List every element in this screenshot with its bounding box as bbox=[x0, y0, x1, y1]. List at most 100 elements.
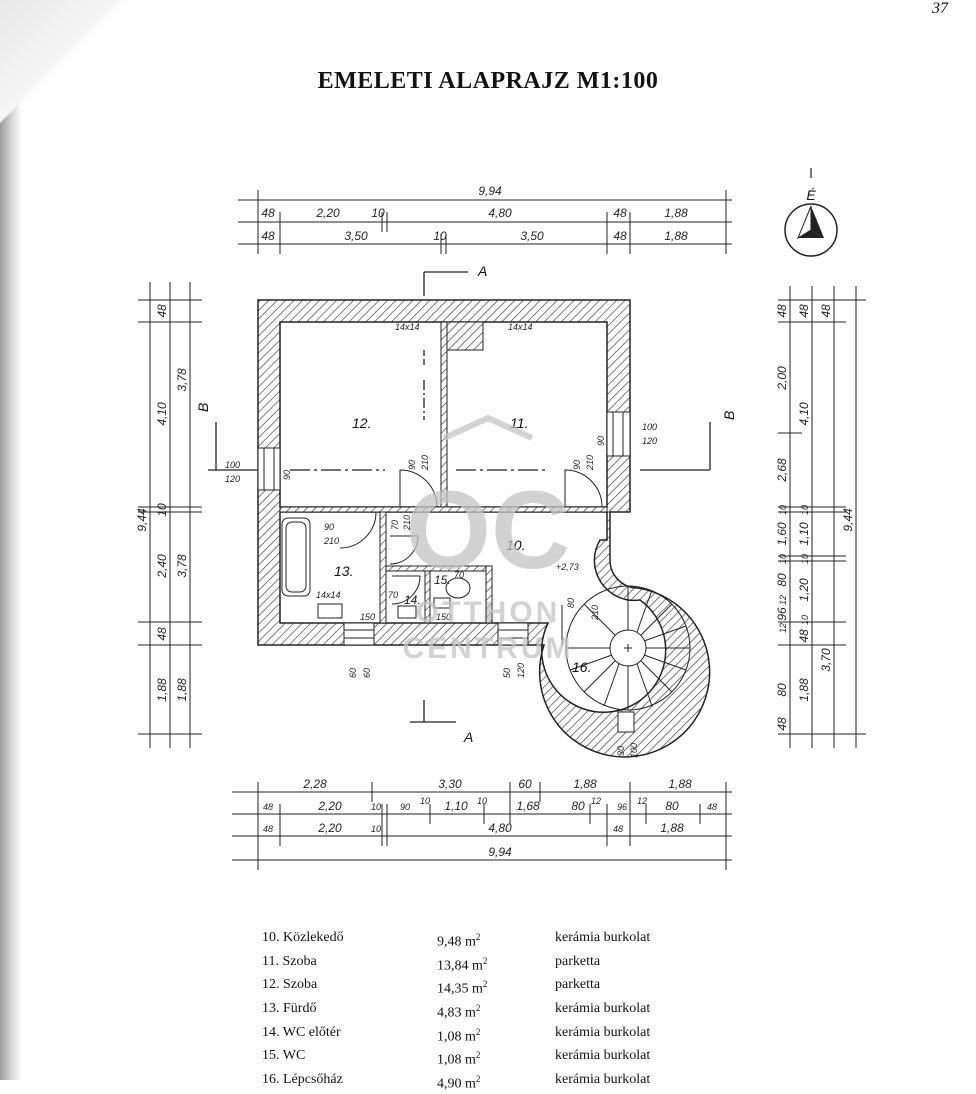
legend-area: 14,35 m bbox=[437, 981, 483, 997]
dim-left-o-3: 2,40 bbox=[155, 554, 169, 579]
small-v-2: 70 bbox=[454, 570, 464, 580]
spiral-stair bbox=[565, 585, 691, 711]
dim-bot-r1-0: 2,28 bbox=[302, 777, 327, 791]
dim-top-r2-0: 48 bbox=[261, 229, 275, 243]
dim-right-total: 9,44 bbox=[841, 508, 855, 532]
legend-row: 11. Szoba 13,84 m2 parketta bbox=[262, 952, 685, 976]
win-bot-2: 60 bbox=[362, 668, 372, 678]
room-10-label: 10. bbox=[506, 537, 525, 553]
dim-bot-r3-0: 48 bbox=[263, 824, 273, 834]
dim-bot-r1-2: 60 bbox=[518, 777, 532, 791]
legend-finish: kerámia burkolat bbox=[555, 1024, 651, 1040]
right-dimensions bbox=[778, 286, 866, 748]
door-14-h: 210 bbox=[402, 515, 412, 531]
dim-top-r2-2: 10 bbox=[433, 229, 447, 243]
win-left-w: 100 bbox=[225, 460, 240, 470]
dim-bot-r2-8: 80 bbox=[571, 799, 585, 813]
dim-top-total: 9,94 bbox=[478, 184, 502, 198]
door-11-h: 210 bbox=[585, 455, 595, 471]
dim-left-i-2: 1,88 bbox=[175, 678, 189, 702]
legend-area: 9,48 m bbox=[437, 934, 476, 950]
dim-bot-r2-9: 12 bbox=[591, 796, 601, 806]
door-13-w: 90 bbox=[324, 522, 334, 532]
door-14-w: 70 bbox=[390, 520, 400, 530]
dim-right-i-0: 48 bbox=[775, 304, 789, 318]
stair-w1: 80 bbox=[566, 598, 576, 608]
legend-area: 4,83 m bbox=[437, 1005, 476, 1021]
legend-no: 16. bbox=[262, 1071, 280, 1087]
dim-bot-r2-11: 12 bbox=[637, 796, 647, 806]
dim-bot-r2-3: 90 bbox=[400, 802, 410, 812]
legend-unit: 2 bbox=[475, 1050, 481, 1061]
legend-unit: 2 bbox=[482, 955, 488, 966]
dim-left-i-0: 3,78 bbox=[175, 368, 189, 392]
dim-top-r1-5: 1,88 bbox=[664, 206, 688, 220]
parapet-right: 90 bbox=[596, 436, 606, 446]
dim-right-i-5: 10 bbox=[778, 554, 788, 564]
floor-plan: 9,94 48 2,20 10 4,80 48 1,88 48 3,50 10 … bbox=[135, 168, 866, 870]
watermark-line1: OTTHON bbox=[416, 596, 561, 629]
legend-finish: parketta bbox=[555, 953, 601, 969]
dim-bot-r2-7: 1,68 bbox=[516, 799, 540, 813]
legend-row: 12. Szoba 14,35 m2 parketta bbox=[262, 975, 685, 999]
level-mark: +2,73 bbox=[556, 562, 579, 572]
legend-no: 15. bbox=[262, 1048, 280, 1064]
parapet-left: 90 bbox=[282, 470, 292, 480]
fixtures bbox=[281, 517, 471, 619]
legend-name: Szoba bbox=[282, 953, 317, 969]
room-16-label: 16. bbox=[572, 659, 591, 675]
door-11-w: 90 bbox=[572, 460, 582, 470]
dim-left-total: 9,44 bbox=[135, 508, 149, 532]
legend-row: 15. WC 1,08 m2 kerámia burkolat bbox=[262, 1046, 685, 1070]
legend-unit: 2 bbox=[475, 1026, 481, 1037]
door-12-w: 90 bbox=[407, 460, 417, 470]
dim-top-r2-1: 3,50 bbox=[344, 229, 368, 243]
dim-top-r2-5: 1,88 bbox=[664, 229, 688, 243]
left-dimensions bbox=[138, 282, 202, 748]
win-bot-3: 50 bbox=[502, 668, 512, 678]
legend-unit: 2 bbox=[475, 932, 481, 942]
north-arrow-icon bbox=[784, 168, 838, 257]
dim-right-i-7: 12 bbox=[778, 595, 788, 605]
dim-bot-r1-1: 3,30 bbox=[438, 777, 462, 791]
dim-top-r1-1: 2,20 bbox=[315, 206, 340, 220]
room-14-label: 14. bbox=[404, 593, 421, 607]
stair-w2: 210 bbox=[590, 605, 600, 621]
watermark-line2: CENTRUM bbox=[403, 632, 574, 665]
section-b-right: B bbox=[721, 411, 737, 420]
legend-name: Szoba bbox=[283, 977, 318, 993]
legend-finish: parketta bbox=[555, 977, 601, 993]
legend-row: 13. Fürdő 4,83 m2 kerámia burkolat bbox=[262, 999, 685, 1023]
room-12-label: 12. bbox=[352, 415, 371, 431]
watermark-logo: OC OTTHON CENTRUM bbox=[403, 414, 574, 665]
legend-no: 12. bbox=[262, 977, 280, 993]
dim-bot-r2-4: 10 bbox=[420, 796, 430, 806]
legend-no: 10. bbox=[262, 930, 280, 945]
page-number: 37 bbox=[932, 0, 948, 17]
section-b-left: B bbox=[195, 403, 211, 412]
dim-right-m-2: 10 bbox=[800, 505, 810, 515]
dim-top-r1-3: 4,80 bbox=[488, 206, 512, 220]
dim-bot-r3-3: 4,80 bbox=[488, 821, 512, 835]
win-stair-w: 30 bbox=[616, 746, 626, 756]
dim-left-o-5: 1,88 bbox=[155, 678, 169, 702]
dim-right-m-4: 10 bbox=[800, 554, 810, 564]
door-12-h: 210 bbox=[420, 455, 430, 471]
legend-area: 13,84 m bbox=[437, 958, 483, 974]
legend-finish: kerámia burkolat bbox=[555, 1048, 651, 1064]
small-w-1: 150 bbox=[360, 612, 375, 622]
dim-bot-r2-6: 10 bbox=[477, 796, 487, 806]
dim-right-i-6: 80 bbox=[775, 573, 789, 587]
section-a-bottom: A bbox=[463, 729, 473, 745]
win-right-h: 120 bbox=[642, 436, 657, 446]
room-13-label: 13. bbox=[334, 563, 353, 579]
dim-right-o-0: 48 bbox=[819, 304, 833, 318]
legend-area: 1,08 m bbox=[437, 1029, 476, 1045]
dim-bot-r2-10: 96 bbox=[617, 802, 627, 812]
dim-top-r1-0: 48 bbox=[261, 206, 275, 220]
section-a-top: A bbox=[477, 263, 487, 279]
dim-bot-r1-3: 1,88 bbox=[573, 777, 597, 791]
dim-right-m-6: 10 bbox=[800, 615, 810, 625]
room-legend: 10. Közlekedő 9,48 m2 kerámia burkolat 1… bbox=[262, 928, 685, 1094]
dim-bot-r2-5: 1,10 bbox=[444, 799, 468, 813]
